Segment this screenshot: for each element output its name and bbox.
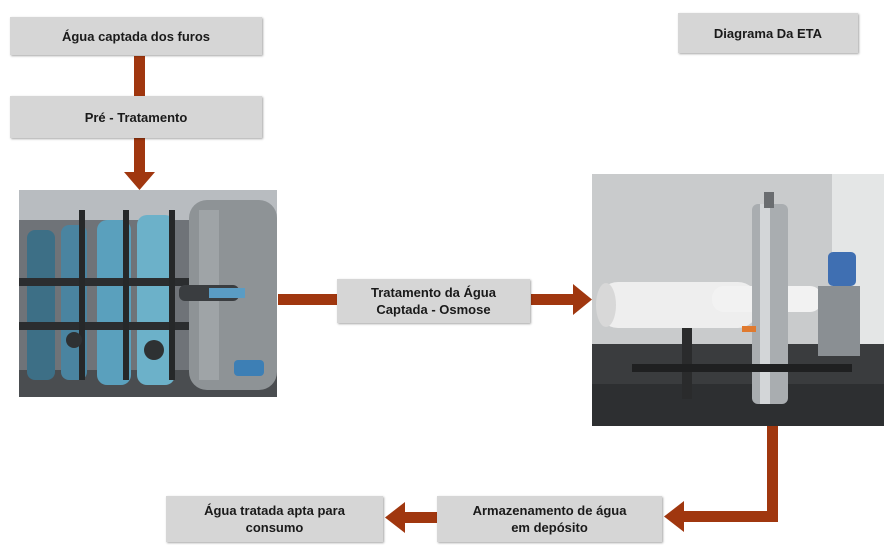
arrow-captacao-to-pretratamento — [134, 56, 145, 96]
label-pre-tratamento: Pré - Tratamento — [84, 109, 188, 125]
arrow-armazenamento-to-agua-shaft — [405, 512, 438, 523]
label-tratamento-line1: Tratamento da Água — [371, 285, 496, 300]
label-agua-captada: Água captada dos furos — [61, 28, 211, 44]
box-armazenamento: Armazenamento de água em depósito — [437, 496, 662, 542]
label-agua-tratada-line2: consumo — [245, 520, 304, 535]
photo-osmosis-unit — [592, 174, 884, 426]
arrow-tratamento-to-photo-shaft — [531, 294, 573, 305]
label-armazenamento-line1: Armazenamento de água — [472, 503, 627, 518]
box-agua-tratada: Água tratada apta para consumo — [166, 496, 383, 542]
arrow-armazenamento-to-agua-head — [385, 502, 405, 533]
photo-pre-treatment-equipment — [19, 190, 277, 397]
title-label: Diagrama Da ETA — [713, 25, 823, 41]
arrow-pretratamento-to-photo-head — [124, 172, 155, 190]
box-agua-captada: Água captada dos furos — [10, 17, 262, 55]
label-armazenamento-line2: em depósito — [511, 520, 588, 535]
arrow-tratamento-to-photo-head — [573, 284, 592, 315]
arrow-photo-to-armazenamento-down — [767, 426, 778, 522]
arrow-pretratamento-to-photo-shaft — [134, 138, 145, 172]
label-tratamento-line2: Captada - Osmose — [376, 302, 491, 317]
box-tratamento: Tratamento da Água Captada - Osmose — [337, 279, 530, 323]
arrow-photo-to-armazenamento-left — [684, 511, 778, 522]
label-agua-tratada-line1: Água tratada apta para — [204, 503, 345, 518]
box-pre-tratamento: Pré - Tratamento — [10, 96, 262, 138]
arrow-photo-to-armazenamento-head — [664, 501, 684, 532]
arrow-photo-to-tratamento — [278, 294, 338, 305]
page-title: Diagrama Da ETA — [678, 13, 858, 53]
